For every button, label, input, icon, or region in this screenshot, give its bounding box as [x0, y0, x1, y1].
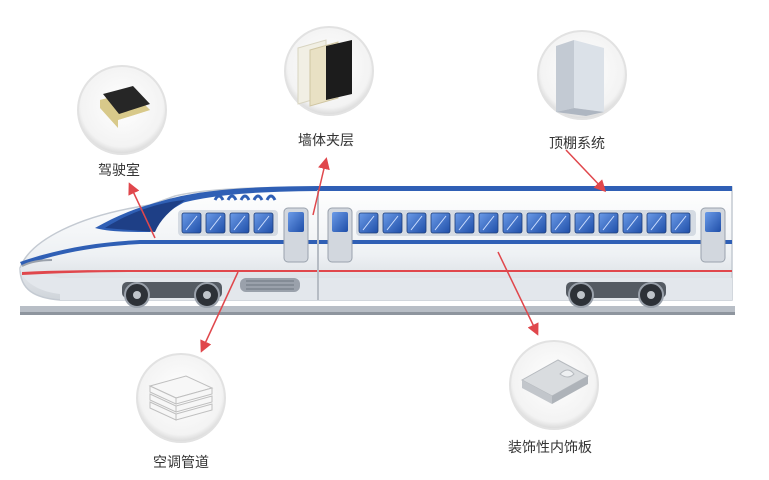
window-glare	[674, 215, 687, 231]
callout-circle-ceiling	[537, 30, 627, 120]
leader-lines	[128, 149, 607, 353]
window-glare	[506, 215, 519, 231]
label-wall: 墙体夹层	[298, 133, 354, 149]
window-glare	[602, 215, 615, 231]
label-cab: 驾驶室	[98, 163, 140, 179]
callout-circle-wall	[284, 26, 374, 116]
label-duct: 空调管道	[153, 455, 209, 471]
callout-circle-panel	[509, 340, 599, 430]
window-glare	[650, 215, 663, 231]
window-glare	[185, 215, 198, 231]
callout-circle-cab	[77, 65, 167, 155]
window-glare	[530, 215, 543, 231]
window-glare	[257, 215, 270, 231]
window-glare	[554, 215, 567, 231]
label-panel: 装饰性内饰板	[508, 440, 592, 456]
window-glare	[578, 215, 591, 231]
window-glare	[626, 215, 639, 231]
window-glare	[482, 215, 495, 231]
callout-circle-duct	[136, 353, 226, 443]
label-ceiling: 顶棚系统	[549, 136, 605, 152]
window-glare	[410, 215, 423, 231]
window-glare	[233, 215, 246, 231]
window-glare	[362, 215, 375, 231]
window-glare	[386, 215, 399, 231]
rail	[20, 306, 735, 315]
window-glare	[434, 215, 447, 231]
window-glare	[209, 215, 222, 231]
train-illustration	[19, 186, 733, 308]
window-glare	[458, 215, 471, 231]
